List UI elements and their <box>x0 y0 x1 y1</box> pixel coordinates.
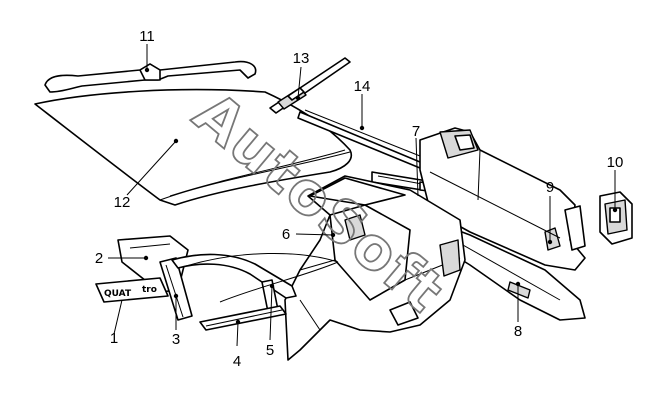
callout-13: 13 <box>293 50 310 67</box>
callout-7: 7 <box>412 123 420 140</box>
callouts: 1 2 3 4 5 6 7 8 9 10 11 12 13 14 <box>95 28 624 370</box>
part-12-headliner <box>34 88 352 206</box>
body-outline-line-2 <box>219 261 339 303</box>
callout-9: 9 <box>546 179 554 196</box>
part-11-grab-handle <box>44 60 257 93</box>
callout-3: 3 <box>172 331 180 348</box>
part-6-quarter-panel <box>284 175 466 361</box>
part-13-bracket-rod <box>269 57 351 114</box>
badge-text: QUAT <box>104 289 132 299</box>
svg-text:tro: tro <box>142 285 157 295</box>
callout-10: 10 <box>607 154 624 171</box>
callout-1: 1 <box>110 330 118 347</box>
callout-12: 12 <box>114 194 131 211</box>
callout-11: 11 <box>139 28 155 45</box>
callout-14: 14 <box>354 78 371 95</box>
body-outline-line <box>185 252 339 267</box>
callout-2: 2 <box>95 250 103 267</box>
part-9-rear-panel <box>419 127 586 271</box>
callout-6: 6 <box>282 226 290 243</box>
callout-8: 8 <box>514 323 522 340</box>
part-3-trim-post <box>159 257 193 321</box>
callout-5: 5 <box>266 342 274 359</box>
leaders <box>108 44 618 347</box>
part-10-clip-bracket <box>599 191 633 245</box>
callout-4: 4 <box>233 353 241 370</box>
part-4-lower-strip <box>199 305 287 331</box>
part-1-badge-plate: QUAT tro <box>95 277 169 303</box>
part-5-window-frame <box>171 253 297 313</box>
